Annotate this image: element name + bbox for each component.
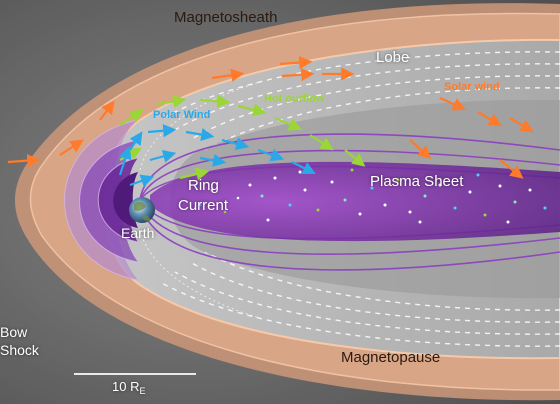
scale-label: 10 RE <box>112 380 145 396</box>
plasma-particles <box>198 168 547 224</box>
scale-bar <box>74 373 196 375</box>
plasma-sheet-label: Plasma Sheet <box>370 173 464 190</box>
scale-subscript: E <box>139 386 146 396</box>
magnetopause-label: Magnetopause <box>341 349 441 366</box>
plasma-sheet <box>150 161 560 242</box>
lobe-label: Lobe <box>376 49 410 66</box>
ring-current-label-line2: Current <box>178 197 229 214</box>
polar-wind-label: Polar Wind <box>153 109 211 121</box>
magnetosheath-label: Magnetosheath <box>174 9 278 26</box>
scale-value: 10 R <box>112 379 140 394</box>
earth-label: Earth <box>121 225 155 241</box>
bow-shock-label-line1: Bow <box>0 324 28 340</box>
polar-wind-arrows <box>118 124 316 188</box>
dayside-loops <box>64 119 139 281</box>
ring-current-label-line1: Ring <box>188 177 219 194</box>
solar-wind-arrows <box>7 56 534 179</box>
solar-wind-label: Solar wind <box>444 81 500 93</box>
earth <box>129 197 155 223</box>
bow-shock-label-line2: Shock <box>0 342 39 358</box>
hot-outflow-label: Hot outflow <box>264 93 325 105</box>
